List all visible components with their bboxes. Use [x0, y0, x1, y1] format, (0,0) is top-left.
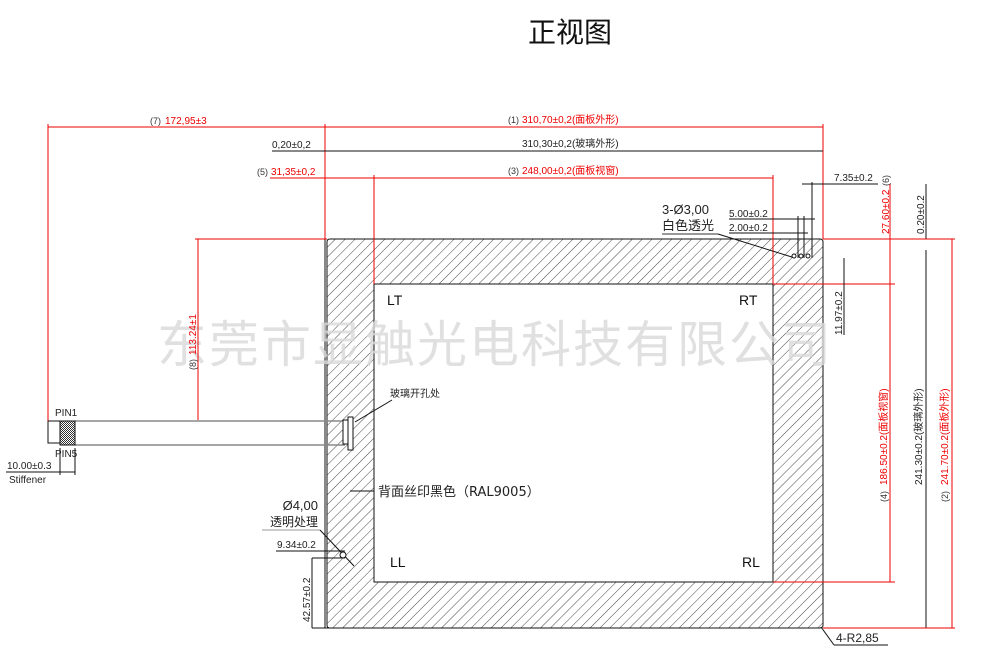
dim-42-57: 42.57±0.2 [302, 577, 313, 622]
dim-2-tag: (2) [940, 491, 950, 502]
dim-3-tag: (3) [508, 166, 519, 176]
view-window [373, 283, 774, 583]
note-round-hole-desc: 透明处理 [270, 515, 318, 529]
dim-5-tag: (5) [257, 167, 268, 177]
dim-9-34: 9.34±0.2 [277, 540, 316, 551]
pin5-label: PIN5 [55, 449, 78, 460]
dim-27-60: 27.60±0.2 [881, 189, 892, 234]
dim-4-tag: (4) [879, 491, 889, 502]
dim-3-value: 248,00±0,2(面板视窗) [522, 164, 619, 177]
dim-1-value: 310,70±0,2(面板外形) [522, 113, 619, 126]
dim-8-value: 113.24±1 [188, 314, 199, 355]
round-hole-marker [339, 551, 347, 559]
dim-2-value: 241.70±0.2(面板外形) [938, 388, 951, 485]
watermark: 东莞市显触光电科技有限公司 [157, 316, 833, 374]
note-holes-desc: 白色透光 [662, 218, 714, 234]
stiffener-label: Stiffener [9, 475, 47, 486]
hole-marker-2 [798, 253, 804, 259]
dim-7-tag: (7) [150, 116, 161, 126]
pin1-label: PIN1 [55, 408, 78, 419]
hole-marker-3 [805, 253, 811, 259]
dim-corner-radius: 4-R2,85 [836, 631, 879, 645]
dim-top-offset: 0.20±0.2 [916, 195, 927, 234]
dim-hole-5: 5.00±0.2 [729, 209, 768, 220]
hole-marker-1 [791, 253, 797, 259]
note-round-hole: Ø4,00 [283, 498, 318, 513]
dim-5-value: 31,35±0,2 [271, 167, 316, 178]
corner-label-ll: LL [390, 554, 406, 570]
fpc-connector [47, 420, 61, 444]
dim-hole-2: 2.00±0.2 [729, 223, 768, 234]
dim-glass-width: 310,30±0,2(玻璃外形) [522, 137, 619, 150]
note-holes: 3-Ø3,00 [662, 202, 709, 217]
stiffener [59, 420, 76, 446]
dim-1-tag: (1) [508, 115, 519, 125]
view-title: 正视图 [528, 16, 612, 49]
dim-6-value: 7.35±0.2 [834, 173, 873, 184]
dim-6-tag: (6) [881, 175, 891, 186]
corner-label-rt: RT [739, 292, 758, 308]
dim-4-value: 186.50±0.2(面板视窗) [877, 388, 890, 485]
corner-label-rl: RL [742, 554, 760, 570]
dim-glass-offset: 0,20±0,2 [272, 140, 311, 151]
dim-glass-height: 241.30±0.2(玻璃外形) [912, 388, 925, 485]
dim-7-value: 172,95±3 [165, 116, 207, 127]
note-back-print: 背面丝印黑色（RAL9005） [378, 484, 540, 500]
dim-stiffener: 10.00±0.3 [7, 461, 52, 472]
dim-11-97: 11.97±0.2 [834, 291, 845, 335]
dim-8-tag: (8) [188, 359, 198, 370]
note-glass-hole: 玻璃开孔处 [390, 387, 440, 400]
corner-label-lt: LT [387, 292, 403, 308]
